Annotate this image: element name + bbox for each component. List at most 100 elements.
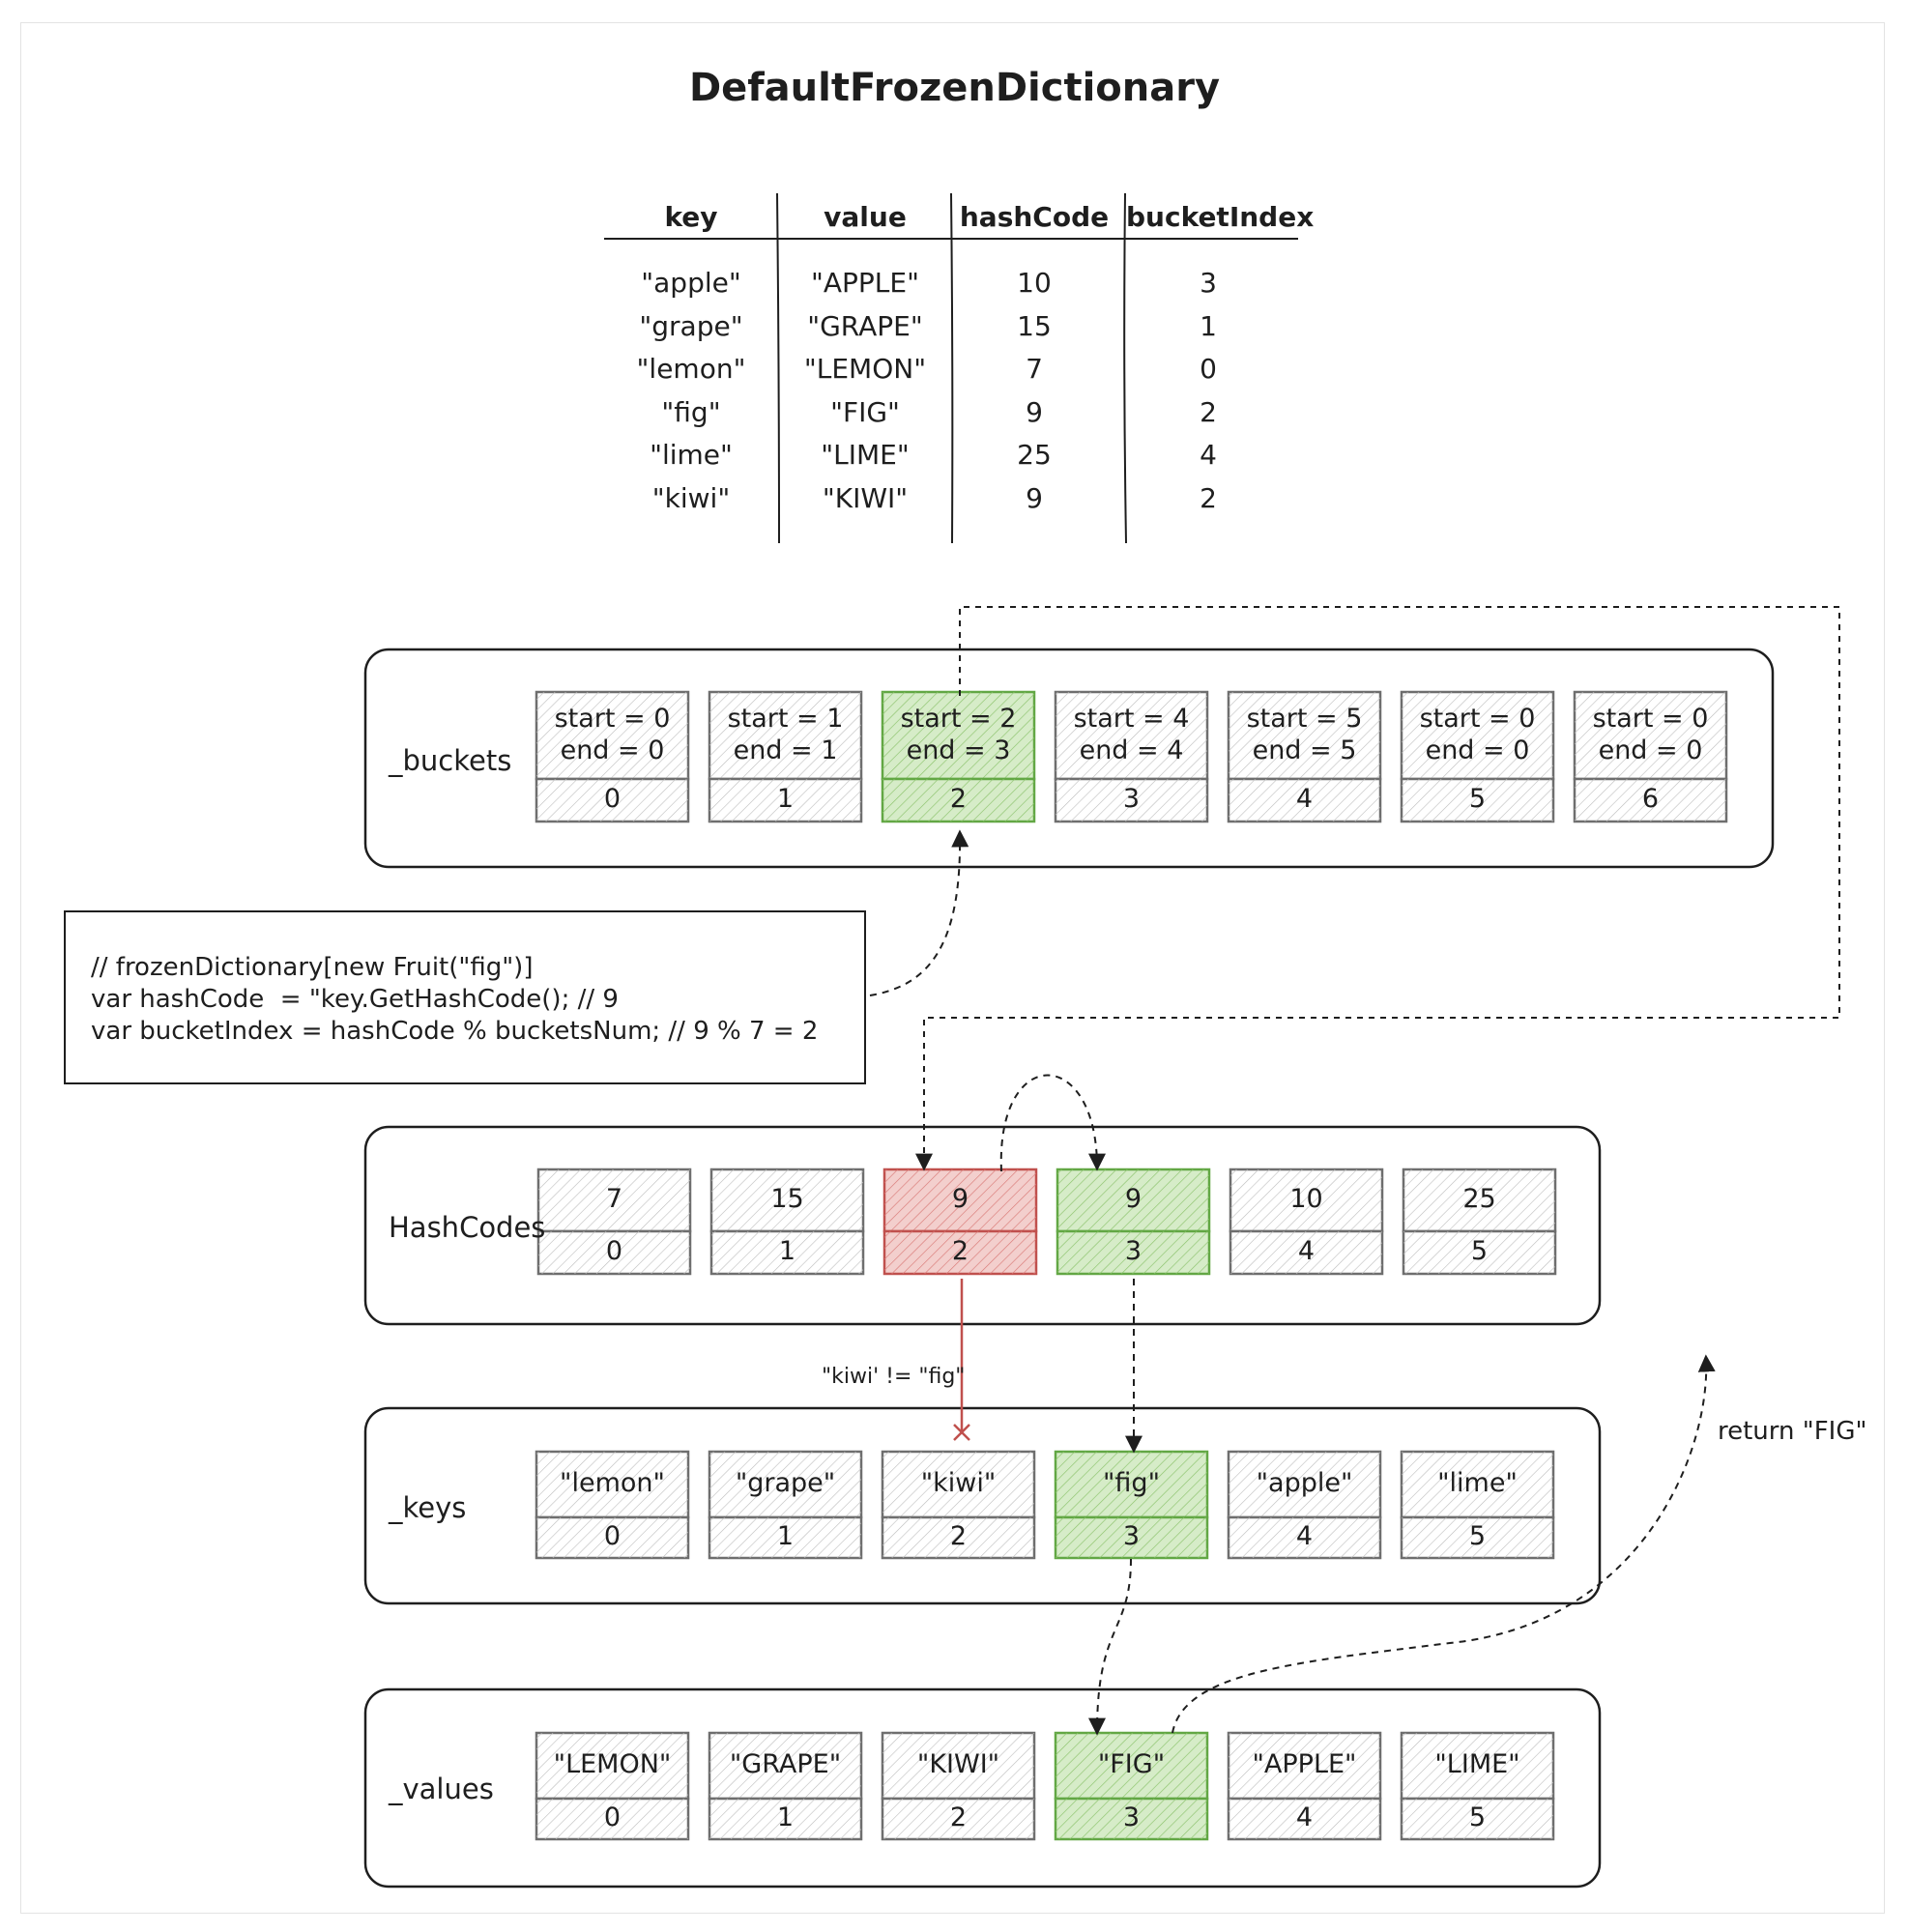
bucket-cell (708, 690, 863, 823)
table-cell: 0 (1200, 353, 1217, 385)
bucket-cell (881, 690, 1036, 823)
cell-index: 0 (603, 1521, 622, 1551)
cell-index: 0 (603, 784, 622, 814)
bucket-end: end = 5 (1252, 735, 1357, 765)
hashcode-value: 15 (770, 1184, 804, 1214)
value-value: "FIG" (1097, 1749, 1166, 1779)
bucket-start: start = 0 (1419, 704, 1536, 734)
table-header: value (824, 201, 907, 233)
cell-index: 2 (951, 1236, 969, 1266)
table-cell: 10 (1017, 267, 1052, 299)
bucket-cell (535, 690, 690, 823)
hashcode-value: 9 (1124, 1184, 1143, 1214)
value-cell (708, 1731, 863, 1841)
cell-index: 5 (1468, 1521, 1487, 1551)
key-value: "grape" (735, 1468, 836, 1498)
value-cell (1400, 1731, 1555, 1841)
next-entry-arrow (999, 1074, 1106, 1172)
bucket-cell (1573, 690, 1728, 823)
table-cell: "LEMON" (803, 353, 927, 385)
cell-index: 2 (949, 784, 968, 814)
bucket-start: start = 1 (727, 704, 844, 734)
diagram-frame (20, 22, 1885, 1914)
code-to-bucket-arrow (869, 829, 969, 996)
bucket-end: end = 4 (1079, 735, 1184, 765)
hashcodes-label: HashCodes (389, 1211, 546, 1244)
cell-index: 4 (1295, 1521, 1314, 1551)
key-cell (1400, 1450, 1555, 1560)
table-cell: 1 (1200, 309, 1217, 342)
cell-index: 3 (1124, 1236, 1143, 1266)
bucket-start: start = 4 (1073, 704, 1190, 734)
table-cell: "kiwi" (651, 481, 731, 514)
bucket-end: end = 0 (1425, 735, 1530, 765)
cell-index: 5 (1468, 784, 1487, 814)
buckets-label: _buckets (389, 744, 512, 777)
values-container (363, 1687, 1602, 1889)
code-line: // frozenDictionary[new Fruit("fig")] (91, 953, 534, 982)
cell-index: 3 (1122, 784, 1141, 814)
table-cell: 9 (1026, 481, 1043, 514)
mismatch-connector (953, 1279, 970, 1441)
hashcode-value: 9 (951, 1184, 969, 1214)
cell-index: 4 (1295, 1802, 1314, 1832)
cell-index: 6 (1641, 784, 1660, 814)
bucket-end: end = 3 (906, 735, 1011, 765)
table-cell: 2 (1200, 395, 1217, 428)
cell-index: 4 (1295, 784, 1314, 814)
table-cell: 9 (1026, 395, 1043, 428)
table-cell: "fig" (661, 395, 721, 428)
cells-layer (535, 690, 1728, 1841)
bucket-start: start = 5 (1246, 704, 1363, 734)
table-cell: 25 (1017, 439, 1052, 471)
table-cell: 4 (1200, 439, 1217, 471)
key-cell (881, 1450, 1036, 1560)
table-cell: "GRAPE" (807, 309, 923, 342)
table-cell: "FIG" (830, 395, 900, 428)
cell-index: 0 (603, 1802, 622, 1832)
key-value: "apple" (1256, 1468, 1353, 1498)
table-cell: "apple" (641, 267, 741, 299)
cell-index: 5 (1470, 1236, 1489, 1266)
hashcode-value: 25 (1462, 1184, 1496, 1214)
table-cell: "APPLE" (811, 267, 919, 299)
table-cell: "KIWI" (822, 481, 909, 514)
cell-index: 0 (605, 1236, 623, 1266)
cell-index: 3 (1122, 1521, 1141, 1551)
hashcode-cell (1229, 1168, 1384, 1276)
cell-index: 1 (778, 1236, 796, 1266)
value-value: "APPLE" (1252, 1749, 1357, 1779)
table-cell: "lemon" (636, 353, 746, 385)
return-arrow (1171, 1354, 1716, 1734)
mismatch-note: "kiwi' != "fig" (822, 1365, 966, 1389)
hashcode-cell (1056, 1168, 1211, 1276)
bucket-end: end = 0 (1598, 735, 1703, 765)
cell-index: 1 (776, 784, 795, 814)
cell-index: 3 (1122, 1802, 1141, 1832)
key-value: "lemon" (560, 1468, 665, 1498)
value-value: "LIME" (1434, 1749, 1520, 1779)
value-cell (535, 1731, 690, 1841)
table-header: key (664, 201, 718, 233)
code-box (64, 910, 866, 1084)
cell-index: 1 (776, 1521, 795, 1551)
value-cell (881, 1731, 1036, 1841)
bucket-cell (1400, 690, 1555, 823)
key-cell (535, 1450, 690, 1560)
table-cell: 7 (1026, 353, 1043, 385)
bucket-end: end = 1 (733, 735, 838, 765)
cell-index: 4 (1297, 1236, 1316, 1266)
key-cell (1227, 1450, 1382, 1560)
hashcode-value: 10 (1289, 1184, 1323, 1214)
bucket-cell (1054, 690, 1209, 823)
value-value: "KIWI" (916, 1749, 1000, 1779)
keys-label: _keys (389, 1491, 467, 1524)
value-cell (1054, 1731, 1209, 1841)
return-note: return "FIG" (1718, 1417, 1867, 1446)
value-value: "LEMON" (553, 1749, 672, 1779)
value-cell (1227, 1731, 1382, 1841)
table-cell: "LIME" (821, 439, 910, 471)
table-cell: "grape" (639, 309, 743, 342)
code-line: var hashCode = "key.GetHashCode(); // 9 (91, 985, 619, 1014)
code-line: var bucketIndex = hashCode % bucketsNum;… (91, 1017, 819, 1046)
